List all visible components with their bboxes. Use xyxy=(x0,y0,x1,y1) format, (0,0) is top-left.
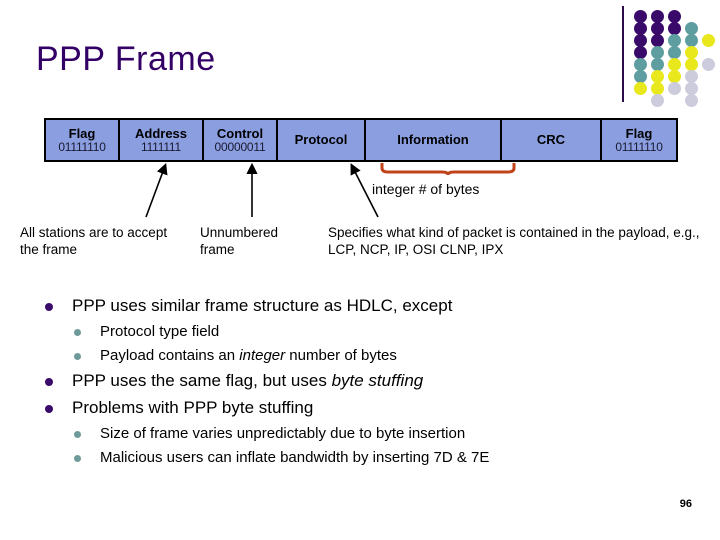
frame-field-name: Flag xyxy=(625,125,653,141)
address-annotation: All stations are to accept the frame xyxy=(20,225,168,257)
frame-field-name: Information xyxy=(397,132,469,147)
logo-dot xyxy=(668,46,681,59)
logo-dot xyxy=(651,22,664,35)
frame-field-information-4: Information xyxy=(366,120,502,160)
logo-dot xyxy=(668,10,681,23)
logo-dot xyxy=(651,58,664,71)
frame-field-bits: 00000011 xyxy=(214,139,266,154)
logo-dot xyxy=(668,34,681,47)
frame-field-name: Flag xyxy=(68,125,96,141)
logo-dot xyxy=(685,94,698,107)
logo-dot xyxy=(702,58,715,71)
logo-dot xyxy=(685,82,698,95)
brace-label: integer # of bytes xyxy=(372,181,480,197)
bullet-item-l2: Size of frame varies unpredictably due t… xyxy=(36,423,696,445)
logo-dot xyxy=(685,58,698,71)
logo-dot xyxy=(651,46,664,59)
integer-bytes-brace-icon xyxy=(380,163,516,176)
logo-dot xyxy=(651,10,664,23)
frame-field-name: CRC xyxy=(536,132,566,147)
control-annotation: Unnumbered frame xyxy=(200,225,279,257)
bullet-text-emphasis: integer xyxy=(239,347,286,364)
callout-arrows xyxy=(145,162,379,218)
logo-dot xyxy=(634,22,647,35)
frame-field-bits: 01111110 xyxy=(615,139,663,154)
logo-dot xyxy=(651,34,664,47)
page-title: PPP Frame xyxy=(36,40,216,78)
bullet-text: Size of frame varies unpredictably due t… xyxy=(100,425,466,442)
bullet-item-l1: PPP uses similar frame structure as HDLC… xyxy=(36,294,696,318)
logo-dot xyxy=(668,22,681,35)
logo-vertical-rule xyxy=(622,6,624,102)
frame-field-name: Control xyxy=(216,125,264,141)
logo-dot xyxy=(634,82,647,95)
bullet-item-l2: Payload contains an integer number of by… xyxy=(36,345,696,367)
frame-field-name: Protocol xyxy=(294,132,348,147)
bullet-text-tail: number of bytes xyxy=(285,347,397,364)
logo-dot xyxy=(651,82,664,95)
bullet-item-l2: Protocol type field xyxy=(36,321,696,343)
bullet-list: PPP uses similar frame structure as HDLC… xyxy=(36,294,696,471)
logo-dot xyxy=(685,70,698,83)
logo-dot xyxy=(634,46,647,59)
decorative-dot-grid-logo xyxy=(622,4,718,107)
logo-dot xyxy=(651,70,664,83)
logo-dot xyxy=(634,34,647,47)
page-number: 96 xyxy=(679,498,692,510)
logo-dot xyxy=(685,46,698,59)
bullet-item-l2: Malicious users can inflate bandwidth by… xyxy=(36,447,696,469)
frame-field-bits: 01111110 xyxy=(58,139,106,154)
logo-dot xyxy=(668,82,681,95)
frame-field-name: Address xyxy=(134,125,188,141)
logo-dot xyxy=(634,10,647,23)
frame-field-bits: 1111111 xyxy=(141,139,181,154)
bullet-text: Malicious users can inflate bandwidth by… xyxy=(100,449,490,466)
bullet-text: Payload contains an xyxy=(100,347,240,364)
logo-dot xyxy=(702,34,715,47)
logo-dot xyxy=(685,22,698,35)
bullet-item-l1: PPP uses the same flag, but uses byte st… xyxy=(36,369,696,393)
bullet-text: Problems with PPP byte stuffing xyxy=(72,398,314,417)
protocol-annotation: Specifies what kind of packet is contain… xyxy=(328,225,700,257)
logo-dot xyxy=(668,58,681,71)
logo-dot xyxy=(634,70,647,83)
logo-dot xyxy=(685,34,698,47)
bullet-text: PPP uses the same flag, but uses xyxy=(72,371,332,390)
logo-dot xyxy=(634,58,647,71)
bullet-text: PPP uses similar frame structure as HDLC… xyxy=(72,296,453,315)
logo-dot xyxy=(651,94,664,107)
bullet-text: Protocol type field xyxy=(100,323,220,340)
logo-dot xyxy=(668,70,681,83)
bullet-text-emphasis: byte stuffing xyxy=(331,371,424,390)
frame-field-crc-5: CRC xyxy=(502,120,602,160)
bullet-item-l1: Problems with PPP byte stuffing xyxy=(36,396,696,420)
frame-field-protocol-3: Protocol xyxy=(278,120,366,160)
